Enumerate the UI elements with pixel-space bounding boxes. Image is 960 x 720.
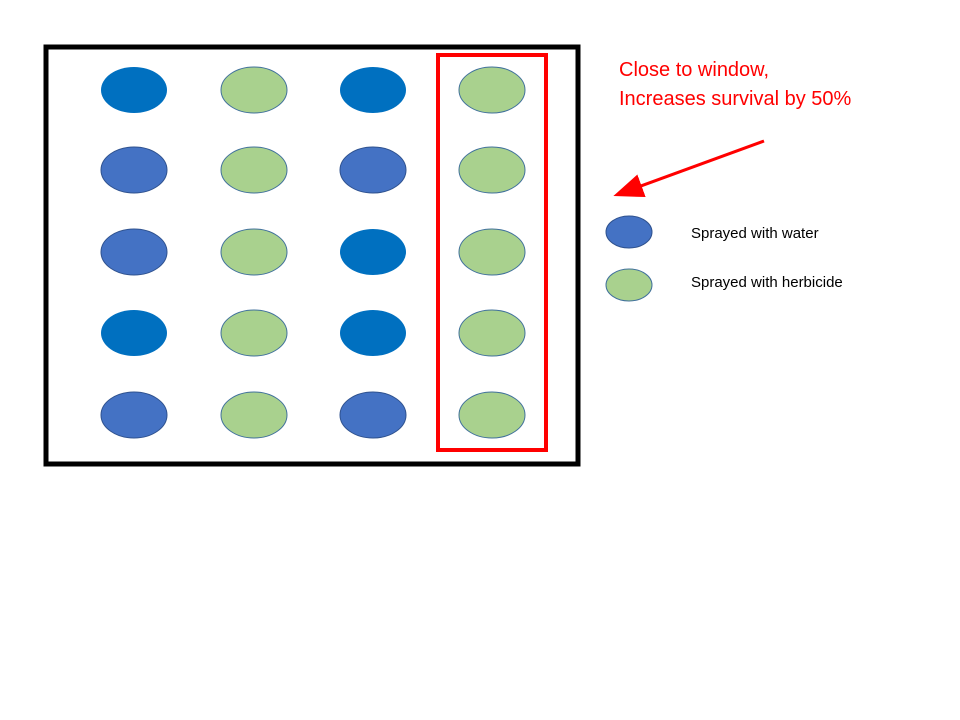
legend-label-water: Sprayed with water <box>691 225 819 242</box>
legend-water-swatch <box>605 215 653 249</box>
plant-herbicide <box>220 391 288 439</box>
plant-water <box>101 310 167 356</box>
plant-herbicide <box>458 309 526 357</box>
plant-herbicide <box>458 66 526 114</box>
plant-herbicide <box>220 309 288 357</box>
plant-water <box>339 391 407 439</box>
window-column-highlight <box>436 53 548 452</box>
plant-water <box>340 229 406 275</box>
plant-water <box>340 67 406 113</box>
plant-water <box>100 228 168 276</box>
plant-herbicide <box>220 146 288 194</box>
plant-water <box>101 67 167 113</box>
plant-herbicide <box>220 228 288 276</box>
annotation-line-2: Increases survival by 50% <box>619 88 852 110</box>
plant-herbicide <box>458 391 526 439</box>
window-annotation: Close to window, Increases survival by 5… <box>619 56 851 114</box>
legend-herbicide-swatch <box>605 268 653 302</box>
annotation-line-1: Close to window, <box>619 59 770 81</box>
plant-herbicide <box>220 66 288 114</box>
plant-water <box>339 146 407 194</box>
plant-water <box>100 146 168 194</box>
plant-water <box>100 391 168 439</box>
plant-herbicide <box>458 146 526 194</box>
legend-label-herbicide: Sprayed with herbicide <box>691 274 843 291</box>
annotation-arrow <box>613 139 765 198</box>
plant-grid <box>100 66 526 439</box>
plant-water <box>340 310 406 356</box>
plant-herbicide <box>458 228 526 276</box>
